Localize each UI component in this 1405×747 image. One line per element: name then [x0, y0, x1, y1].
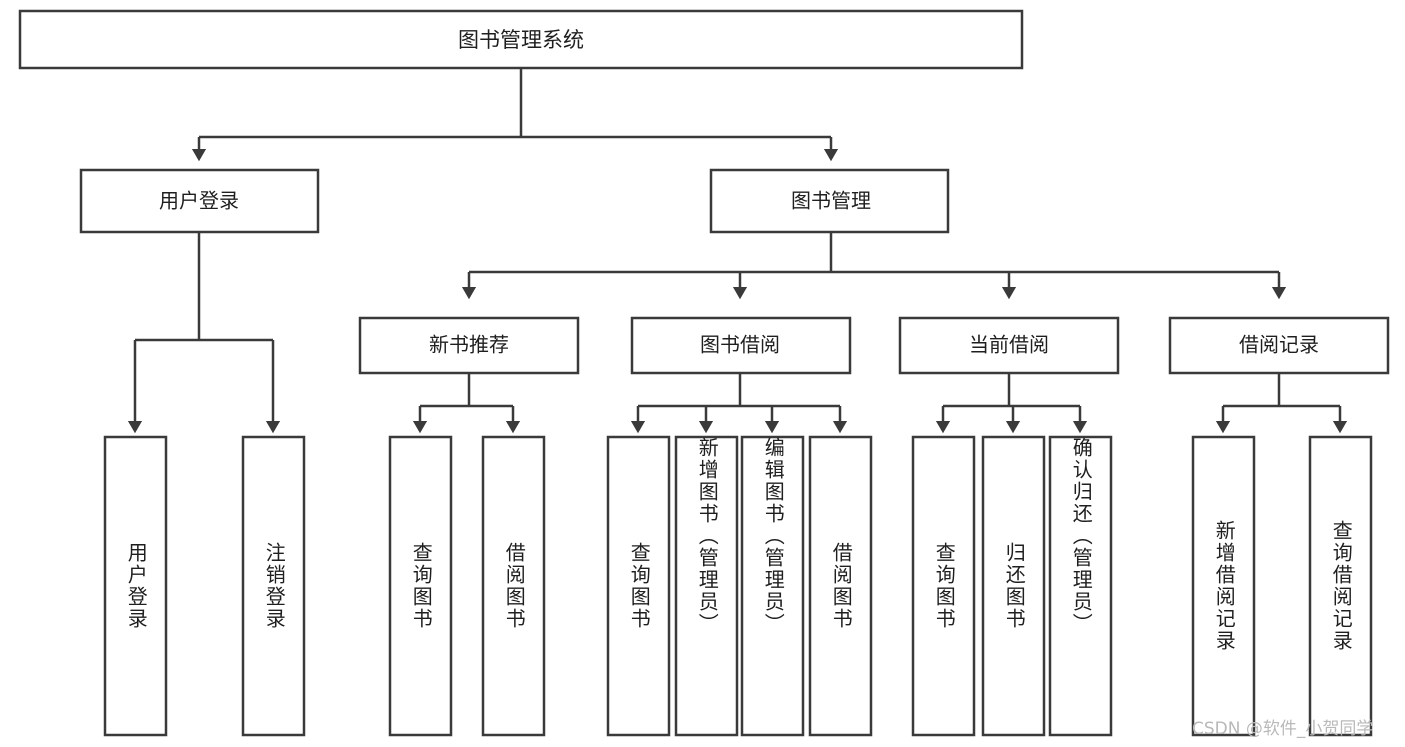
leaf-box-query-book-nb[interactable] — [388, 435, 453, 737]
connectors-new-book-to-leaves — [412, 373, 521, 434]
node-new-book-recommend[interactable] — [358, 316, 580, 375]
label-root-system: 图书管理系统 — [458, 28, 584, 52]
leaf-box-query-book-cb[interactable] — [911, 435, 976, 737]
leaf-box-add-book-admin[interactable] — [674, 435, 739, 737]
connectors-borrow-record-to-leaves — [1215, 373, 1348, 434]
label-user-login: 用户登录 — [159, 189, 239, 213]
node-current-borrow[interactable] — [898, 316, 1120, 375]
node-book-borrow[interactable] — [630, 316, 852, 375]
label-borrow-record: 借阅记录 — [1239, 333, 1319, 357]
leaf-box-query-borrow-record[interactable] — [1308, 435, 1373, 737]
node-root-system[interactable] — [18, 9, 1024, 70]
label-book-borrow: 图书借阅 — [700, 333, 780, 357]
node-book-management[interactable] — [709, 168, 950, 234]
watermark-text: CSDN @软件_小贺同学 — [1192, 719, 1374, 739]
leaf-box-edit-book-admin[interactable] — [740, 435, 805, 737]
node-borrow-record[interactable] — [1168, 316, 1390, 375]
leaf-box-borrow-book-bb[interactable] — [808, 435, 873, 737]
connectors-booking-mgmt-to-level3 — [461, 232, 1287, 300]
connectors-book-borrow-to-leaves — [630, 373, 848, 434]
label-book-management: 图书管理 — [791, 189, 871, 213]
leaf-box-return-book[interactable] — [981, 435, 1046, 737]
connectors-root-to-level2 — [191, 68, 839, 162]
leaf-box-borrow-book-nb[interactable] — [481, 435, 546, 737]
leaf-box-query-book-bb[interactable] — [606, 435, 671, 737]
leaf-box-confirm-return-admin[interactable] — [1048, 435, 1113, 737]
label-current-borrow: 当前借阅 — [969, 333, 1049, 357]
connectors-user-login-to-leaves — [127, 232, 281, 434]
leaf-box-logout[interactable] — [241, 435, 306, 737]
connectors-current-borrow-to-leaves — [935, 373, 1088, 434]
node-user-login[interactable] — [79, 168, 320, 234]
leaf-box-user-login[interactable] — [103, 435, 168, 737]
leaf-box-add-borrow-record[interactable] — [1191, 435, 1256, 737]
label-new-book-recommend: 新书推荐 — [429, 333, 509, 357]
